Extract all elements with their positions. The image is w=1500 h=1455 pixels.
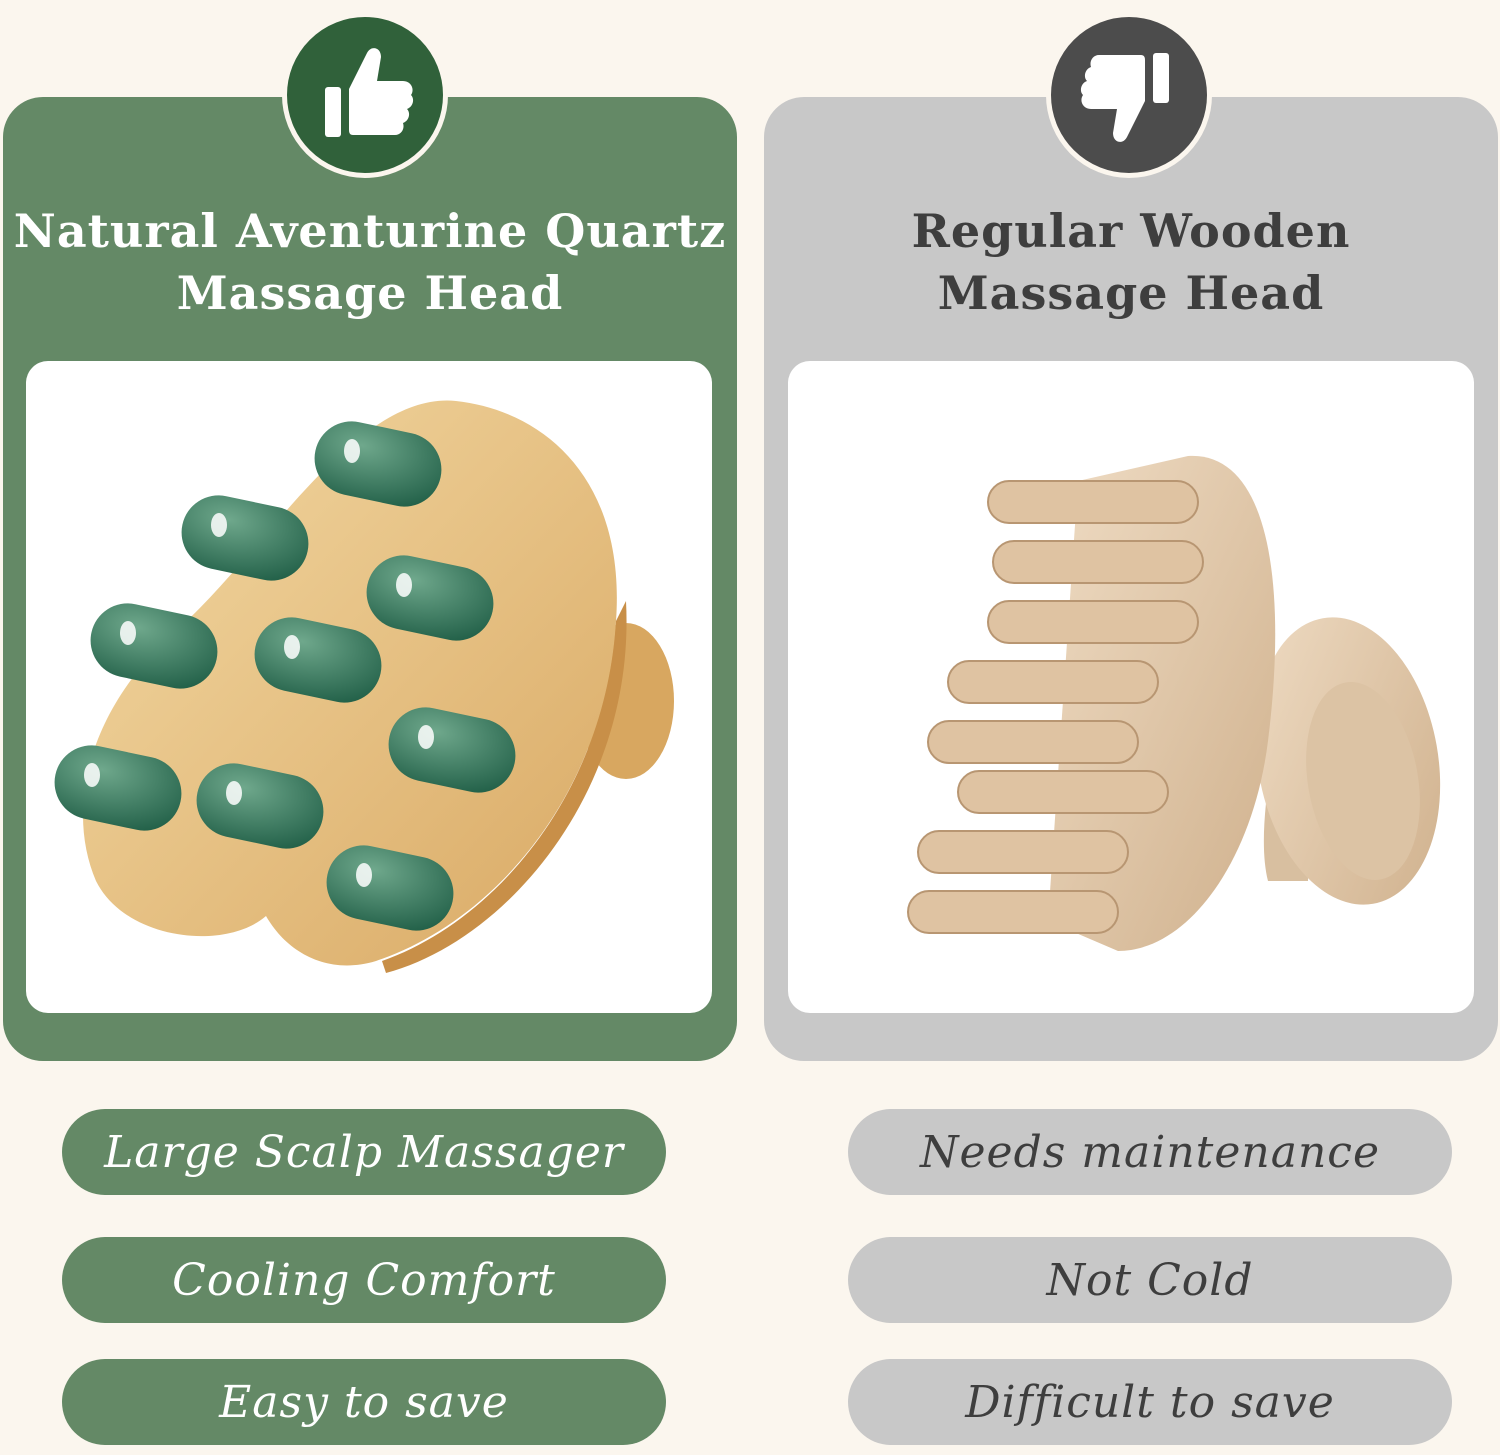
right-feature-3: Difficult to save: [848, 1359, 1452, 1445]
left-feature-3: Easy to save: [62, 1359, 666, 1445]
thumbs-down-badge: [1046, 12, 1212, 178]
right-title: Regular Wooden Massage Head: [764, 200, 1498, 324]
left-title-line2: Massage Head: [176, 266, 564, 320]
thumbs-up-icon: [325, 48, 414, 137]
left-title: Natural Aventurine Quartz Massage Head: [3, 200, 737, 324]
right-title-line2: Massage Head: [937, 266, 1325, 320]
thumbs-up-badge: [282, 12, 448, 178]
wooden-massager-image: [788, 361, 1474, 1013]
right-feature-2: Not Cold: [848, 1237, 1452, 1323]
right-title-line1: Regular Wooden: [911, 204, 1351, 258]
left-feature-2: Cooling Comfort: [62, 1237, 666, 1323]
aventurine-massager-image: [26, 361, 712, 1013]
left-feature-1: Large Scalp Massager: [62, 1109, 666, 1195]
thumbs-down-icon: [1080, 53, 1169, 142]
right-feature-1: Needs maintenance: [848, 1109, 1452, 1195]
left-title-line1: Natural Aventurine Quartz: [13, 204, 727, 258]
